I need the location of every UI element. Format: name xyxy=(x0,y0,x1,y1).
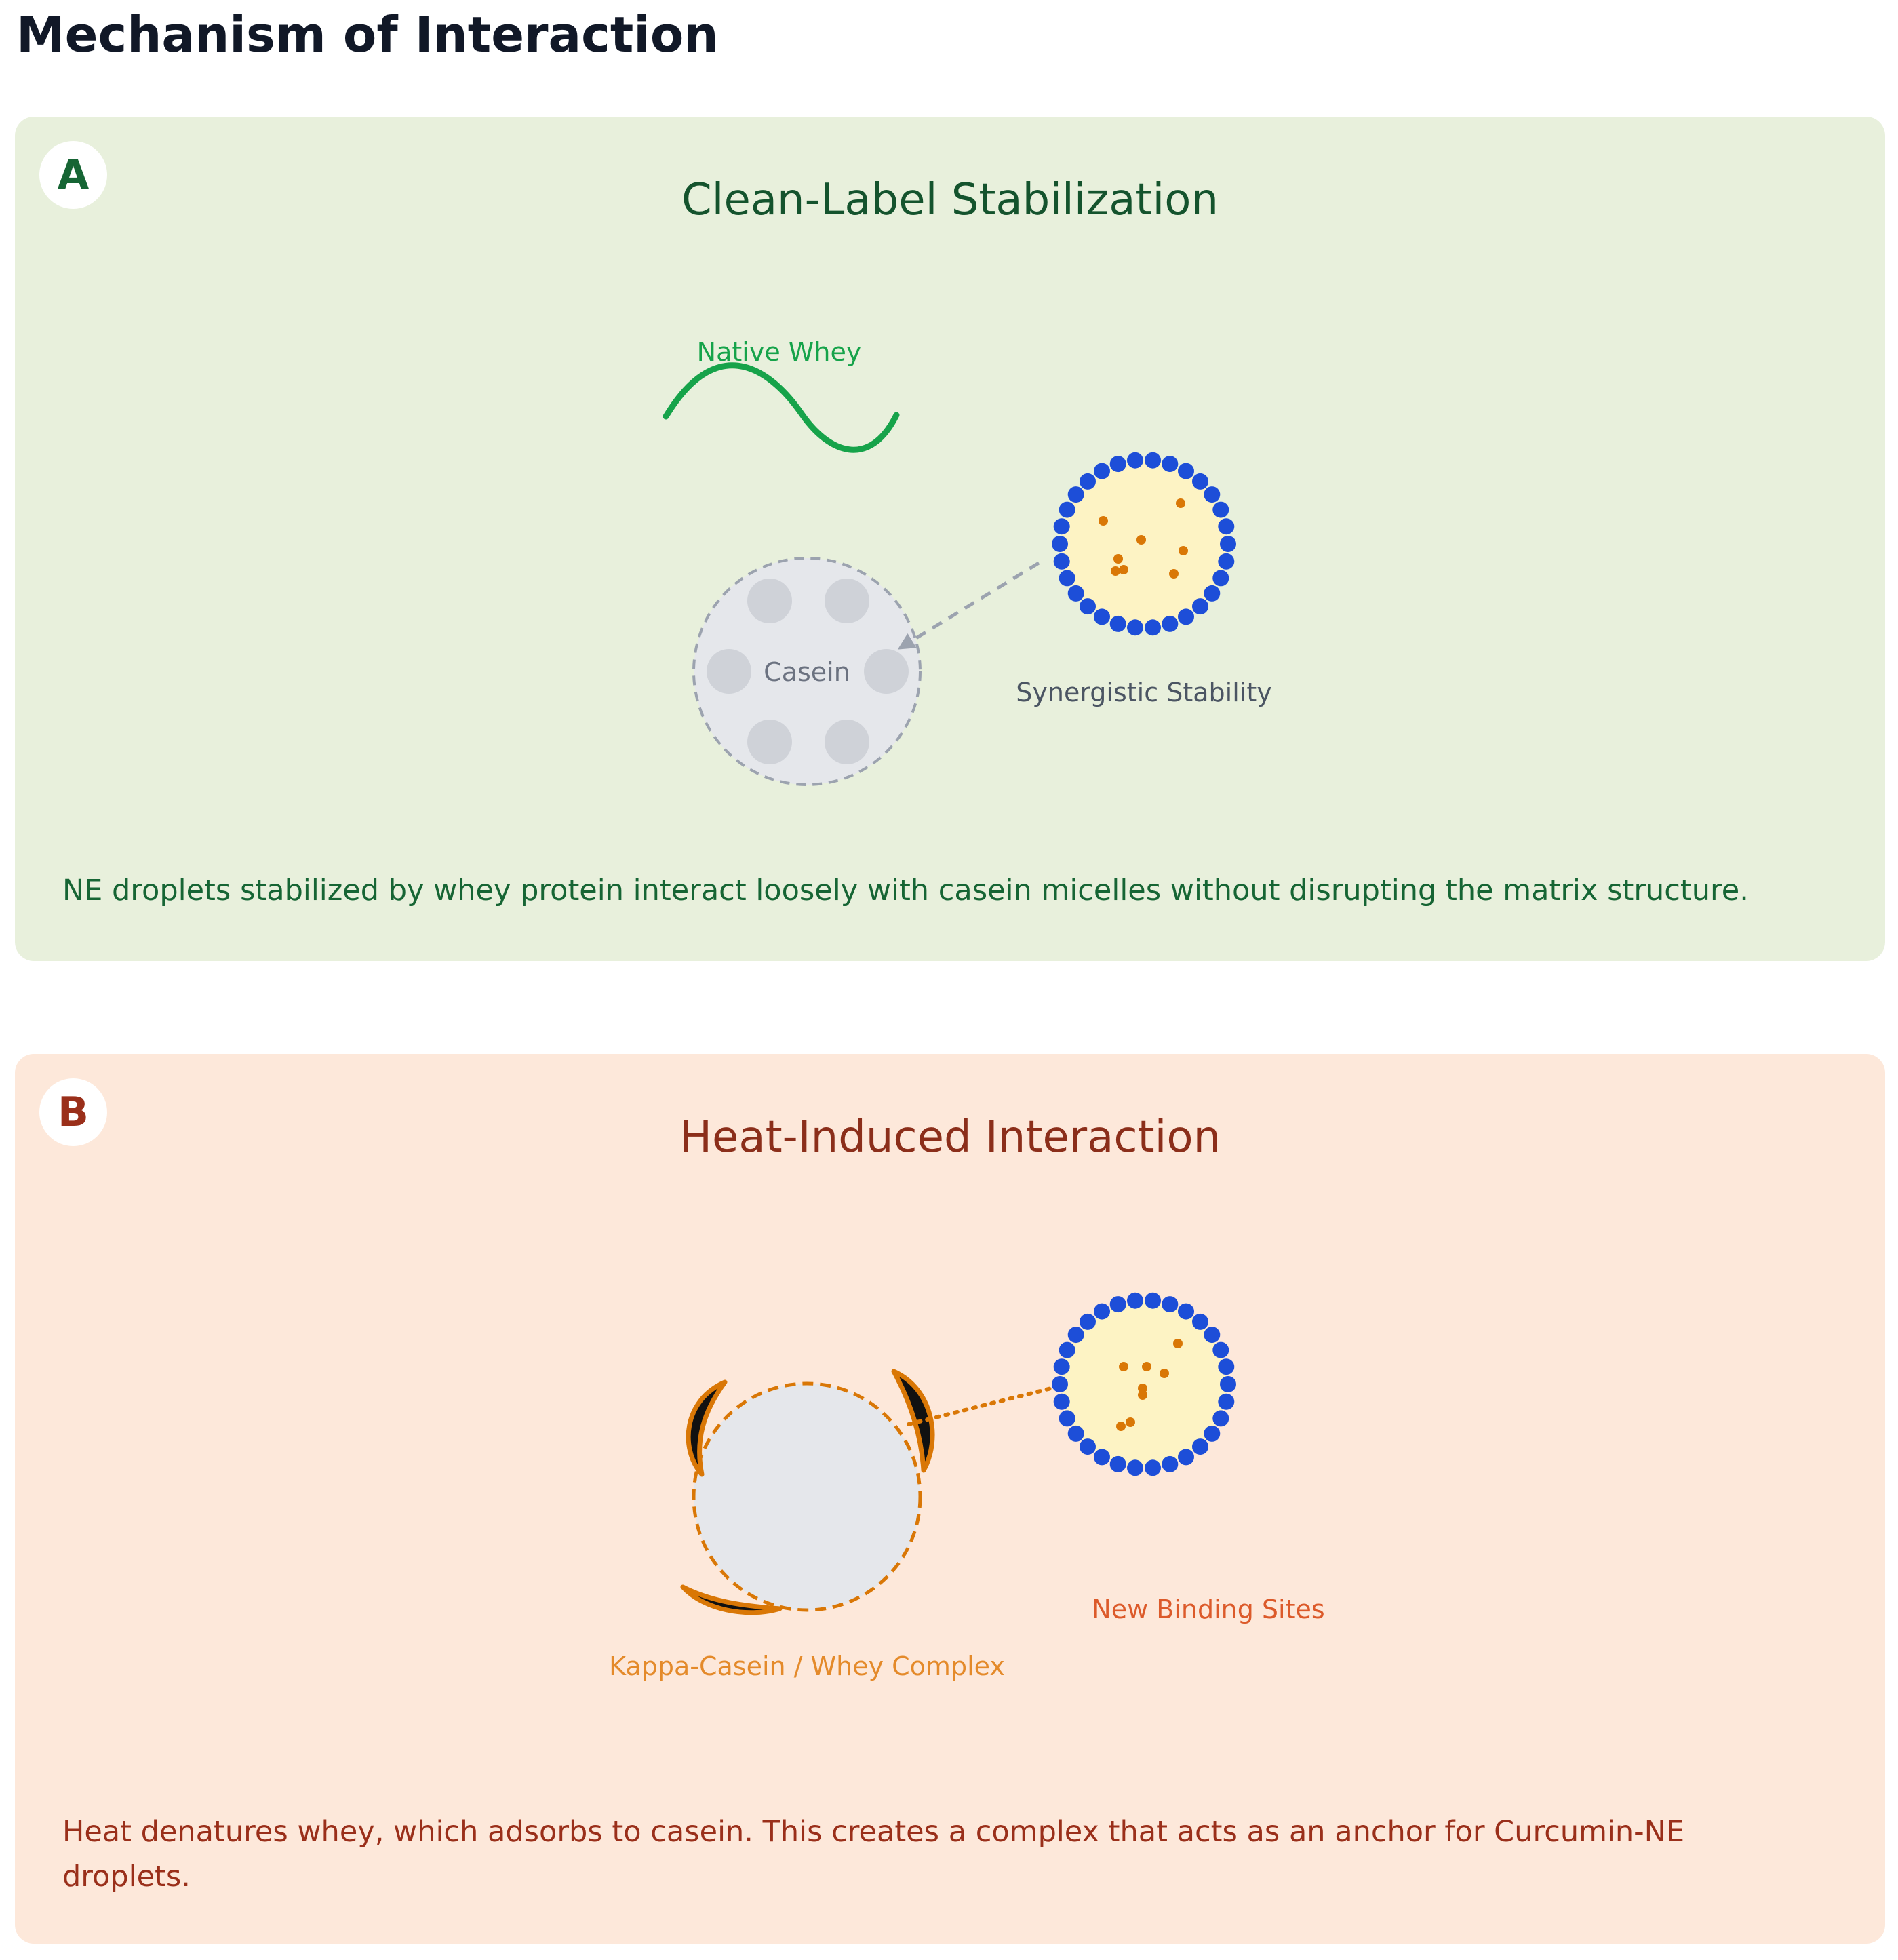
whey-protein-dot xyxy=(1067,585,1084,602)
whey-crescent xyxy=(680,1584,783,1615)
whey-crescent xyxy=(891,1369,935,1473)
submicelle xyxy=(864,649,909,694)
whey-protein-dot xyxy=(1145,619,1161,636)
whey-protein-dot xyxy=(1127,619,1143,636)
whey-protein-dot xyxy=(1053,518,1070,535)
whey-shell xyxy=(1052,1292,1236,1476)
submicelle xyxy=(747,579,792,623)
whey-protein-dot xyxy=(1218,553,1235,570)
whey-protein-dot xyxy=(1094,1449,1110,1466)
whey-protein-dot xyxy=(1094,608,1110,625)
whey-protein-dot xyxy=(1212,1410,1229,1427)
whey-protein-dot xyxy=(1212,570,1229,587)
whey-protein-dot xyxy=(1145,452,1161,469)
curcumin-particles xyxy=(1099,498,1188,579)
interaction-arrow xyxy=(897,561,1040,650)
ne-droplet xyxy=(1052,452,1236,636)
whey-protein-dot xyxy=(1053,1393,1070,1410)
whey-protein-dot xyxy=(1094,463,1110,479)
whey-protein-dot xyxy=(1204,1327,1221,1344)
whey-protein-dot xyxy=(1204,486,1221,503)
whey-protein-dot xyxy=(1053,1358,1070,1375)
kappa-casein-label: Kappa-Casein / Whey Complex xyxy=(609,1651,1005,1681)
whey-protein-dot xyxy=(1162,615,1179,632)
whey-protein-dot xyxy=(1192,1313,1208,1330)
whey-protein-dot xyxy=(1080,1438,1096,1455)
whey-protein-dot xyxy=(1212,501,1229,518)
panel-a-caption: NE droplets stabilized by whey protein i… xyxy=(62,874,1749,907)
page-title: Mechanism of Interaction xyxy=(16,6,719,63)
panel-b-caption: Heat denatures whey, which adsorbs to ca… xyxy=(62,1815,1685,1894)
whey-protein-dot xyxy=(1178,608,1194,625)
whey-protein-dot xyxy=(1127,1292,1143,1309)
curcumin-ne-droplet xyxy=(1052,1292,1236,1476)
whey-protein-dot xyxy=(1220,536,1236,552)
native-whey-wave xyxy=(663,362,900,453)
whey-protein-dot xyxy=(1109,615,1126,632)
whey-protein-dot xyxy=(1212,1341,1229,1358)
panel-b-heat-induced: B Heat-Induced Interaction xyxy=(15,1054,1885,1944)
whey-protein-dot xyxy=(1162,1455,1179,1472)
whey-protein-dot xyxy=(1080,473,1096,490)
whey-protein-dot xyxy=(1059,501,1075,518)
whey-shell xyxy=(1052,452,1236,636)
casein-label: Casein xyxy=(764,657,850,687)
whey-protein-dot xyxy=(1067,1425,1084,1442)
whey-protein-dot xyxy=(1178,1449,1194,1466)
panel-b-title: Heat-Induced Interaction xyxy=(679,1112,1221,1162)
whey-protein-dot xyxy=(1052,1376,1068,1392)
native-whey-label: Native Whey xyxy=(697,337,862,367)
whey-protein-dot xyxy=(1145,1292,1161,1309)
panel-a-badge: A xyxy=(39,141,107,209)
submicelle xyxy=(707,649,751,694)
whey-protein-dot xyxy=(1204,1425,1221,1442)
whey-protein-dot xyxy=(1192,1438,1208,1455)
whey-protein-dot xyxy=(1178,1303,1194,1320)
binding-link xyxy=(907,1384,1061,1426)
whey-protein-dot xyxy=(1204,585,1221,602)
whey-protein-dot xyxy=(1080,1313,1096,1330)
casein-micelle xyxy=(692,557,922,786)
whey-protein-dot xyxy=(1192,598,1208,615)
whey-protein-dot xyxy=(1162,1296,1179,1313)
whey-protein-dot xyxy=(1053,553,1070,570)
casein-micelle-complex xyxy=(680,1369,935,1615)
panel-b-diagram: New Binding Sites Kappa-Casein / Whey Co… xyxy=(609,1292,1325,1681)
panel-a-clean-label: A Clean-Label Stabilization Native Whey … xyxy=(15,117,1885,961)
whey-protein-dot xyxy=(1178,463,1194,479)
whey-protein-dot xyxy=(1127,452,1143,469)
whey-protein-dot xyxy=(1127,1459,1143,1476)
whey-protein-dot xyxy=(1109,1455,1126,1472)
new-binding-sites-label: New Binding Sites xyxy=(1092,1594,1324,1624)
panel-a-diagram: Native Whey Casein xyxy=(663,337,1272,786)
curcumin-particles xyxy=(1116,1339,1183,1431)
whey-protein-dot xyxy=(1145,1459,1161,1476)
whey-protein-dot xyxy=(1067,486,1084,503)
whey-protein-dot xyxy=(1109,456,1126,473)
whey-protein-dot xyxy=(1218,518,1235,535)
submicelle xyxy=(825,579,869,623)
whey-protein-dot xyxy=(1109,1296,1126,1313)
whey-protein-dot xyxy=(1218,1358,1235,1375)
whey-protein-dot xyxy=(1162,456,1179,473)
whey-protein-dot xyxy=(1080,598,1096,615)
whey-protein-dot xyxy=(1192,473,1208,490)
panel-b-badge: B xyxy=(39,1078,107,1146)
submicelle xyxy=(747,720,792,764)
whey-protein-dot xyxy=(1218,1393,1235,1410)
whey-protein-dot xyxy=(1220,1376,1236,1392)
panel-a-title: Clean-Label Stabilization xyxy=(681,175,1219,225)
whey-protein-dot xyxy=(1059,1410,1075,1427)
whey-crescent xyxy=(686,1379,728,1477)
whey-protein-dot xyxy=(1067,1327,1084,1344)
whey-protein-dot xyxy=(1052,536,1068,552)
whey-protein-dot xyxy=(1059,1341,1075,1358)
synergistic-stability-label: Synergistic Stability xyxy=(1016,678,1271,707)
whey-protein-dot xyxy=(1094,1303,1110,1320)
whey-protein-dot xyxy=(1059,570,1075,587)
submicelle xyxy=(825,720,869,764)
